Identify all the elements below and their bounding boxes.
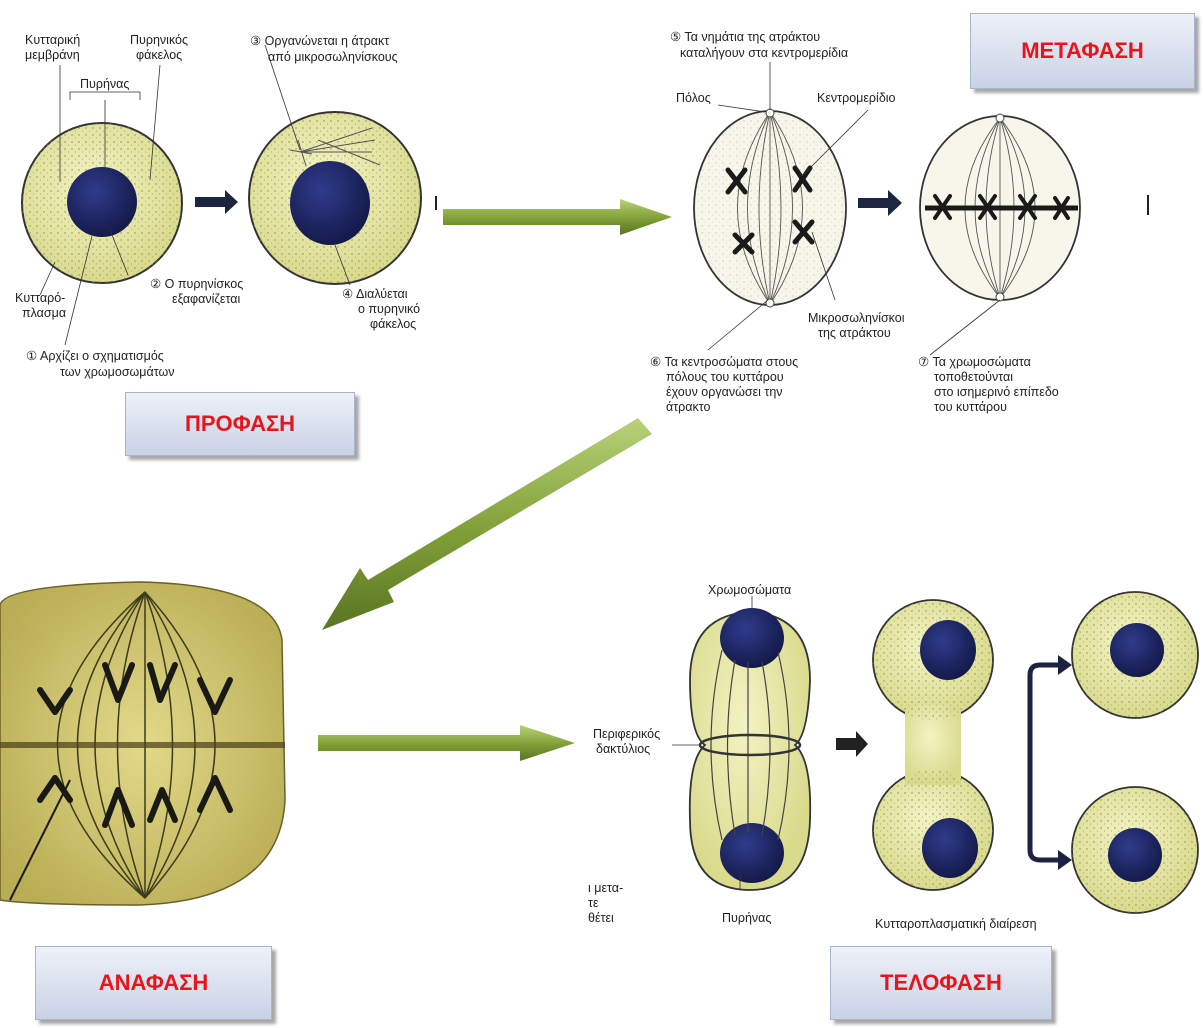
label-nucleus: Πυρήνας [80, 77, 129, 91]
label-pole: Πόλος [676, 91, 711, 105]
telophase-pinching-cell [873, 600, 993, 890]
flow-arrow-anaphase-to-telophase [318, 725, 575, 761]
prophase-step-arrow [195, 190, 238, 214]
prophase-nucleus-1 [67, 167, 137, 237]
svg-text:μεμβράνη: μεμβράνη [25, 48, 80, 62]
title-metaphase-text: ΜΕΤΑΦΑΣΗ [1021, 38, 1144, 64]
division-bracket [1030, 665, 1060, 850]
svg-text:στο ισημερινό επίπεδο: στο ισημερινό επίπεδο [934, 385, 1059, 399]
svg-text:άτρακτο: άτρακτο [666, 400, 711, 414]
telophase-dividing-cell [690, 608, 810, 890]
flow-arrow-prophase-to-metaphase [443, 199, 672, 235]
title-metaphase: ΜΕΤΑΦΑΣΗ [970, 13, 1195, 89]
flow-arrow-metaphase-to-anaphase [322, 418, 652, 630]
title-telophase-text: ΤΕΛΟΦΑΣΗ [880, 970, 1002, 996]
label-step-6: ⑥ Τα κεντροσώματα στους [650, 355, 798, 369]
label-centromere: Κεντρομερίδιο [817, 91, 896, 105]
daughter-cell-top [1072, 592, 1198, 718]
svg-text:της ατράκτου: της ατράκτου [818, 326, 891, 340]
label-chromosomes: Χρωμοσώματα [708, 583, 791, 597]
title-prophase-text: ΠΡΟΦΑΣΗ [185, 411, 295, 437]
pole-centrosome [766, 109, 774, 117]
label-telophase-nucleus: Πυρήνας [722, 911, 771, 925]
prophase-cell-1 [22, 123, 182, 283]
label-cytoplasm: Κυτταρό- [15, 291, 65, 305]
metaphase-cell-2 [920, 114, 1080, 301]
title-telophase: ΤΕΛΟΦΑΣΗ [830, 946, 1052, 1020]
svg-text:φάκελος: φάκελος [136, 48, 182, 62]
svg-text:έχουν οργανώσει την: έχουν οργανώσει την [666, 385, 783, 399]
svg-text:καταλήγουν στα κεντρομερίδια: καταλήγουν στα κεντρομερίδια [680, 46, 848, 60]
svg-text:πόλους του κυττάρου: πόλους του κυττάρου [666, 370, 784, 384]
telophase-nucleus-top [720, 608, 784, 668]
telophase-step-arrow [836, 731, 868, 757]
prophase-cell-2 [249, 112, 421, 284]
title-anaphase: ΑΝΑΦΑΣΗ [35, 946, 272, 1020]
label-step-1: ① Αρχίζει ο σχηματισμός [26, 349, 164, 363]
svg-text:ο πυρηνικό: ο πυρηνικό [358, 302, 420, 316]
svg-text:τε: τε [588, 896, 599, 910]
label-step-2: ② Ο πυρηνίσκος [150, 277, 243, 291]
label-step-5: ⑤ Τα νημάτια της ατράκτου [670, 30, 820, 44]
title-prophase: ΠΡΟΦΑΣΗ [125, 392, 355, 456]
label-step-3: ③ Οργανώνεται η άτρακτ [250, 34, 389, 48]
anaphase-fragment-text: ι μετα- τε θέτει [588, 881, 623, 925]
svg-text:από μικροσωληνίσκους: από μικροσωληνίσκους [268, 50, 398, 64]
svg-text:εξαφανίζεται: εξαφανίζεται [172, 292, 240, 306]
telophase-nucleus-bottom [720, 823, 784, 883]
svg-text:θέτει: θέτει [588, 911, 614, 925]
label-microtubules: Μικροσωληνίσκοι [808, 311, 905, 325]
svg-text:πλασμα: πλασμα [22, 306, 66, 320]
daughter-cell-bottom [1072, 787, 1198, 913]
svg-text:του κυττάρου: του κυττάρου [934, 400, 1007, 414]
svg-text:ι μετα-: ι μετα- [588, 881, 623, 895]
label-cytoplasmic-division: Κυτταροπλασματική διαίρεση [875, 917, 1037, 931]
svg-text:των χρωμοσωμάτων: των χρωμοσωμάτων [60, 365, 175, 379]
metaphase-step-arrow [858, 190, 902, 216]
svg-text:τοποθετούνται: τοποθετούνται [934, 370, 1013, 384]
label-nuclear-envelope: Πυρηνικός [130, 33, 188, 47]
svg-text:φάκελος: φάκελος [370, 317, 416, 331]
metaphase-cell-1 [694, 109, 846, 307]
label-step-4: ④ Διαλύεται [342, 287, 408, 301]
anaphase-cell [0, 582, 285, 905]
title-anaphase-text: ΑΝΑΦΑΣΗ [99, 970, 209, 996]
svg-text:δακτύλιος: δακτύλιος [596, 742, 650, 756]
label-membrane: Κυτταρική [25, 33, 80, 47]
prophase-dissolving-nucleus [290, 161, 370, 245]
label-peripheral-ring: Περιφερικός [593, 727, 660, 741]
label-step-7: ⑦ Τα χρωμοσώματα [918, 355, 1031, 369]
